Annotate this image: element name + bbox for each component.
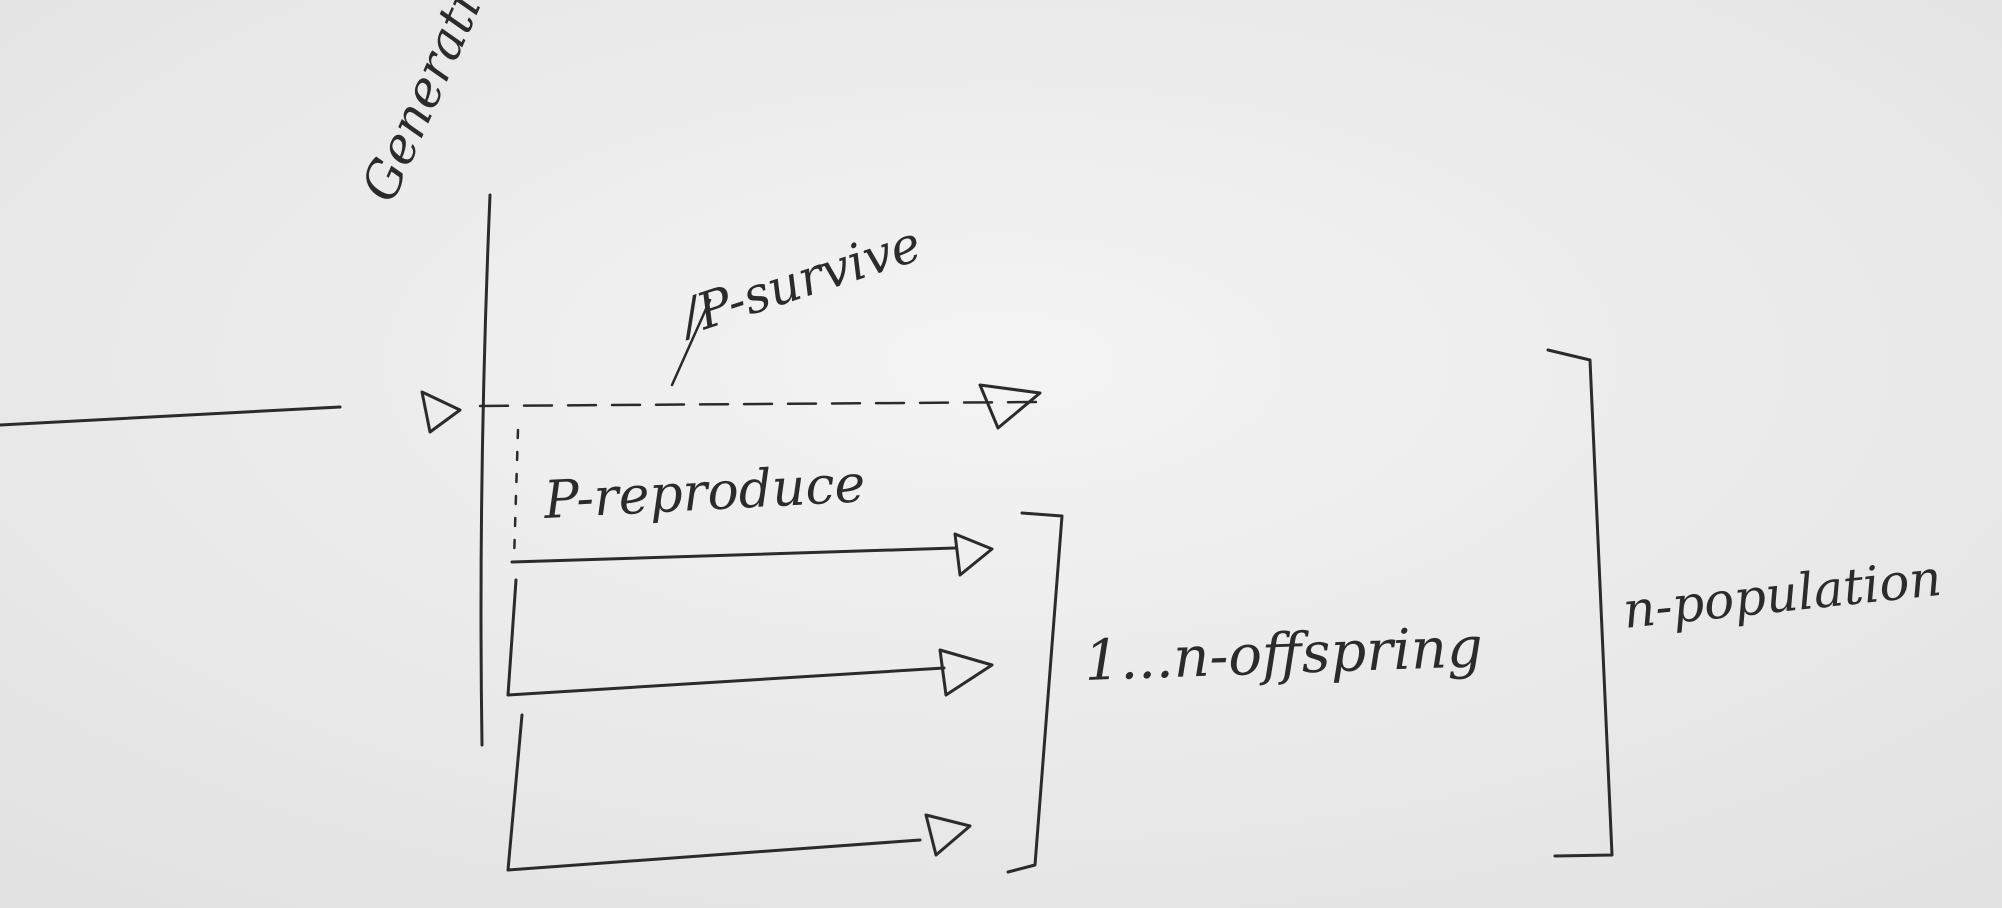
generation-line bbox=[479, 193, 492, 747]
offspring-arrow-3-head bbox=[924, 813, 972, 857]
population-bracket bbox=[1546, 348, 1614, 858]
survive-arrow-head bbox=[978, 383, 1042, 430]
offspring-arrow-1-line bbox=[510, 546, 957, 564]
offspring-arrow-3-line bbox=[506, 713, 922, 872]
offspring-label: 1...n-offspring bbox=[1083, 615, 1484, 694]
offspring-arrow-2-head bbox=[938, 648, 994, 697]
reproduce-dotted-line bbox=[512, 428, 520, 562]
survive-dashed-line bbox=[478, 400, 1042, 408]
offspring-arrow-2-line bbox=[506, 578, 946, 697]
survive-pointer-stroke bbox=[670, 298, 712, 387]
incoming-arrow-head bbox=[420, 390, 462, 434]
incoming-arrow-line bbox=[0, 405, 342, 427]
offspring-arrow-1-head bbox=[953, 532, 994, 577]
offspring-bracket bbox=[1006, 511, 1064, 874]
